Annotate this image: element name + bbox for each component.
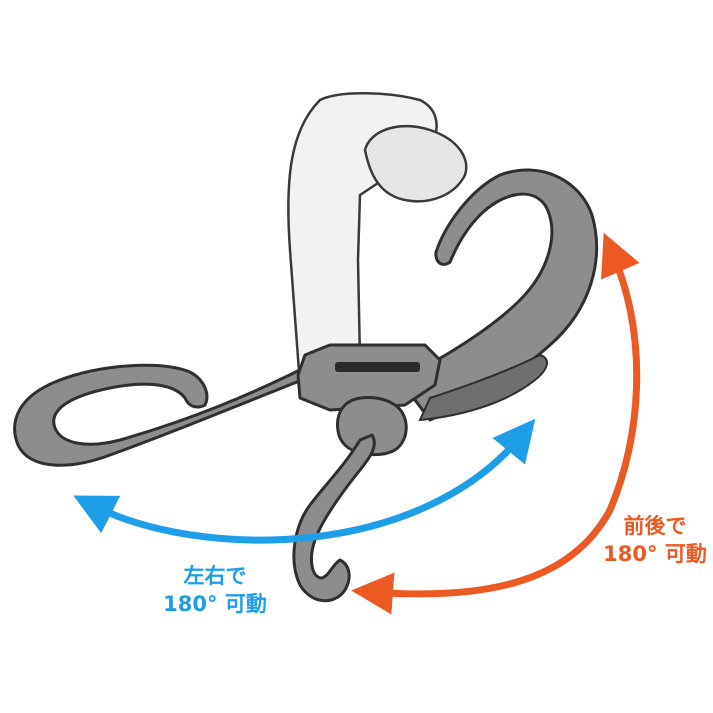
hook-bottom [292, 433, 376, 603]
hook-bottom-shape [292, 433, 376, 603]
strap-fold [363, 124, 468, 203]
clamp-slot [335, 362, 420, 372]
left-right-label-line2: 180° 可動 [163, 592, 267, 616]
front-back-label-line2: 180° 可動 [603, 542, 707, 566]
front-back-arrow-icon [351, 232, 641, 615]
front-back-rotation-label: 前後で 180° 可動 [590, 512, 713, 568]
hook-left-arm [13, 363, 317, 467]
front-back-label-line1: 前後で [623, 514, 687, 538]
strap [287, 91, 468, 387]
hook-left-arm-shape [13, 363, 317, 467]
left-right-rotation-label: 左右で 180° 可動 [150, 562, 280, 618]
left-right-label-line1: 左右で [183, 564, 247, 588]
